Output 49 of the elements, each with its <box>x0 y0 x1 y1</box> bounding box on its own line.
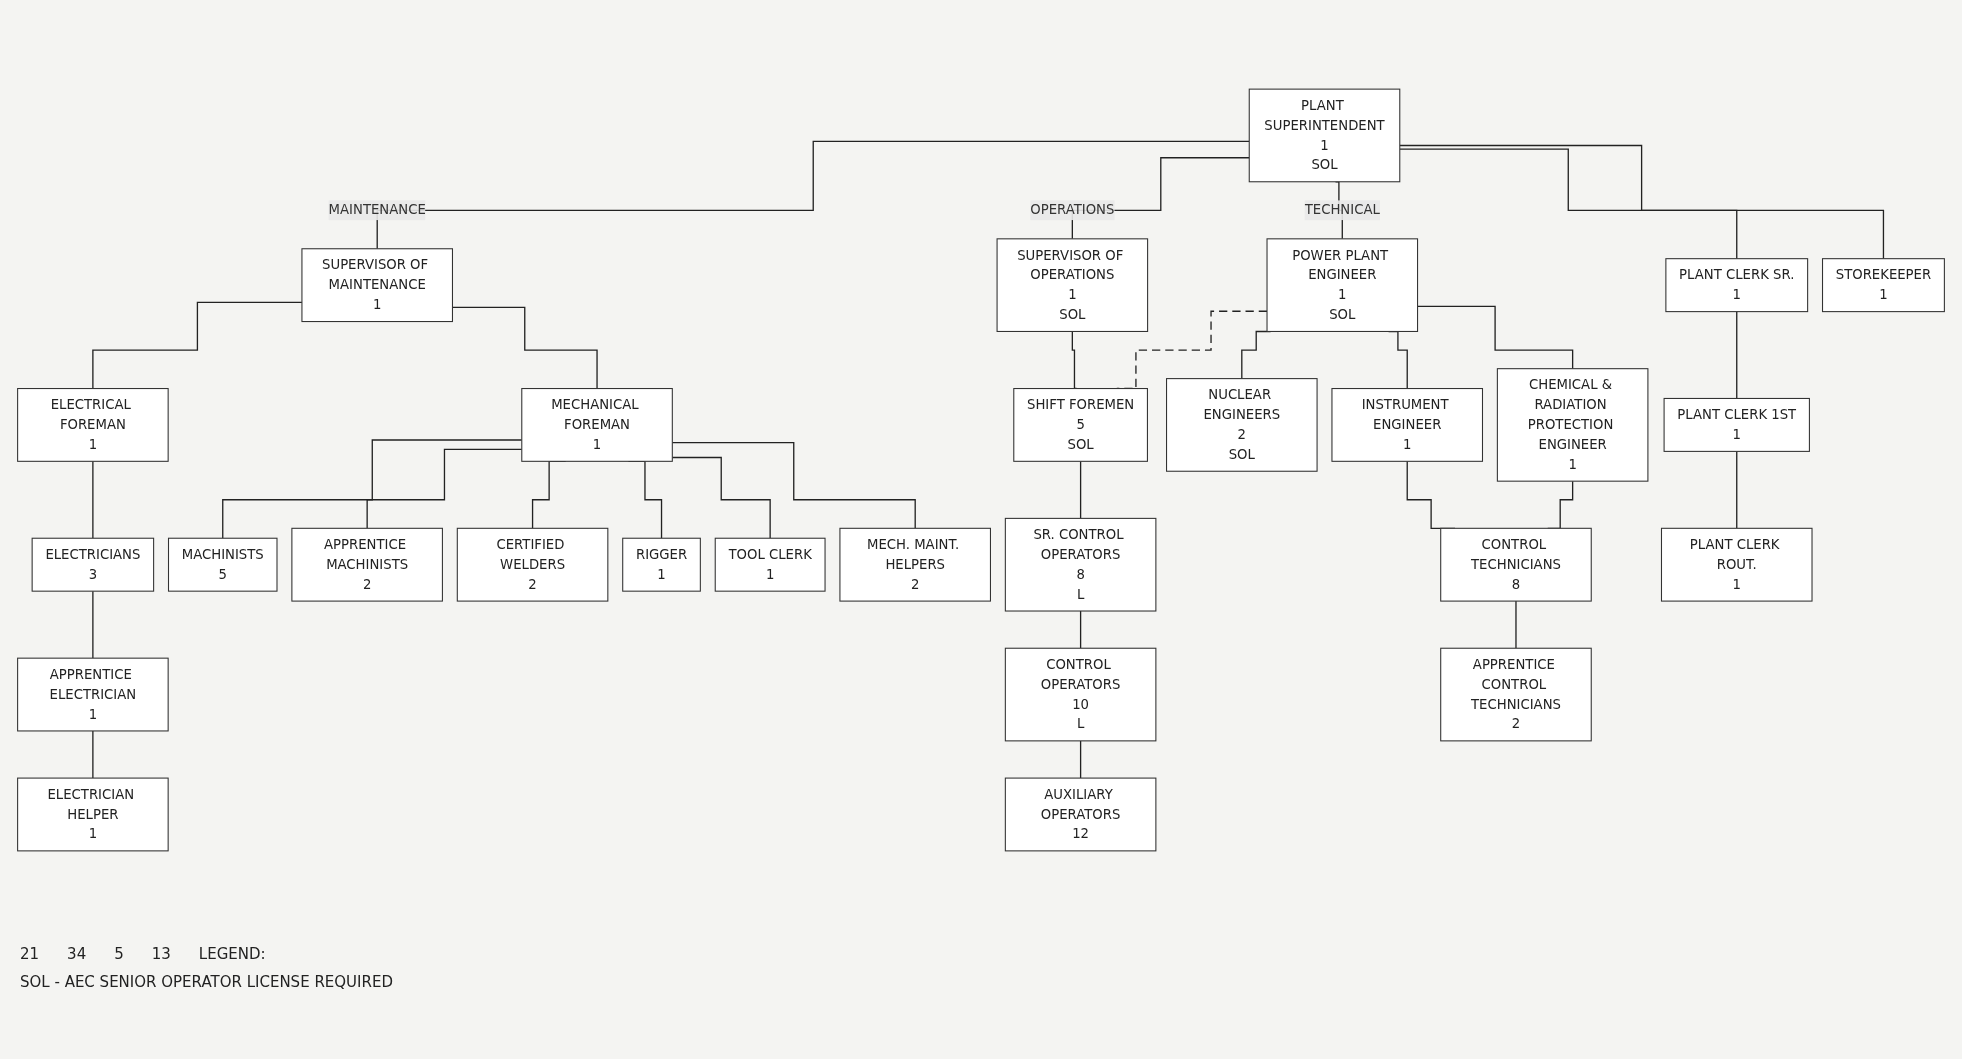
node-box: SUPERVISOR OF MAINTENANCE 1 <box>301 248 453 323</box>
edge-label: OPERATIONS <box>1030 202 1115 218</box>
connector <box>1515 600 1517 649</box>
connector <box>1736 310 1738 400</box>
node-box: CHEMICAL & RADIATION PROTECTION ENGINEER 1 <box>1496 368 1649 482</box>
connector <box>1736 450 1738 529</box>
node-box: ELECTRICIAN HELPER 1 <box>17 777 169 852</box>
connector <box>1079 460 1082 520</box>
node-box: AUXILIARY OPERATORS 12 <box>1004 777 1157 852</box>
node-box: ELECTRICAL FOREMAN 1 <box>17 388 169 462</box>
note-text: 34 <box>67 945 87 963</box>
connector <box>1071 330 1078 390</box>
node-box: NUCLEAR ENGINEERS 2 SOL <box>1166 378 1318 472</box>
note-text: 13 <box>151 945 171 963</box>
note-text: 21 <box>20 945 40 963</box>
node-box: MECH. MAINT. HELPERS 2 <box>839 527 991 602</box>
connector <box>1079 740 1082 779</box>
connector <box>1399 148 1738 260</box>
node-box: CERTIFIED WELDERS 2 <box>456 527 609 602</box>
node-box: APPRENTICE ELECTRICIAN 1 <box>17 657 169 732</box>
legend-text: SOL - AEC SENIOR OPERATOR LICENSE REQUIRED <box>20 973 393 991</box>
node-box: APPRENTICE CONTROL TECHNICIANS 2 <box>1440 647 1592 742</box>
note-text: LEGEND: <box>198 945 266 963</box>
node-box: SUPERVISOR OF OPERATIONS 1 SOL <box>996 238 1149 332</box>
node-box: SHIFT FOREMEN 5 SOL <box>1013 388 1148 462</box>
node-box: INSTRUMENT ENGINEER 1 <box>1331 388 1484 462</box>
edge-label: TECHNICAL <box>1304 202 1380 218</box>
edge-label: MAINTENANCE <box>328 202 426 218</box>
node-box: STOREKEEPER 1 <box>1822 258 1945 313</box>
connector <box>1079 610 1082 649</box>
node-box: RIGGER 1 <box>622 537 701 592</box>
node-box: MECHANICAL FOREMAN 1 <box>521 388 673 462</box>
node-box: TOOL CLERK 1 <box>714 537 826 592</box>
node-box: PLANT SUPERINTENDENT 1 SOL <box>1248 88 1401 183</box>
node-box: SR. CONTROL OPERATORS 8 L <box>1004 517 1157 612</box>
connector <box>1399 144 1885 260</box>
connector <box>92 730 94 779</box>
node-box: CONTROL OPERATORS 10 L <box>1004 647 1157 742</box>
node-box: CONTROL TECHNICIANS 8 <box>1440 527 1592 602</box>
node-box: MACHINISTS 5 <box>167 537 278 592</box>
node-box: PLANT CLERK ROUT. 1 <box>1660 527 1813 602</box>
node-box: PLANT CLERK 1ST 1 <box>1663 397 1810 452</box>
node-box: ELECTRICIANS 3 <box>31 537 155 592</box>
node-box: POWER PLANT ENGINEER 1 SOL <box>1266 238 1419 332</box>
node-box: APPRENTICE MACHINISTS 2 <box>291 527 443 602</box>
connector <box>92 460 94 539</box>
connector <box>92 590 94 659</box>
node-box: PLANT CLERK SR. 1 <box>1665 258 1809 313</box>
note-text: 5 <box>114 945 124 963</box>
